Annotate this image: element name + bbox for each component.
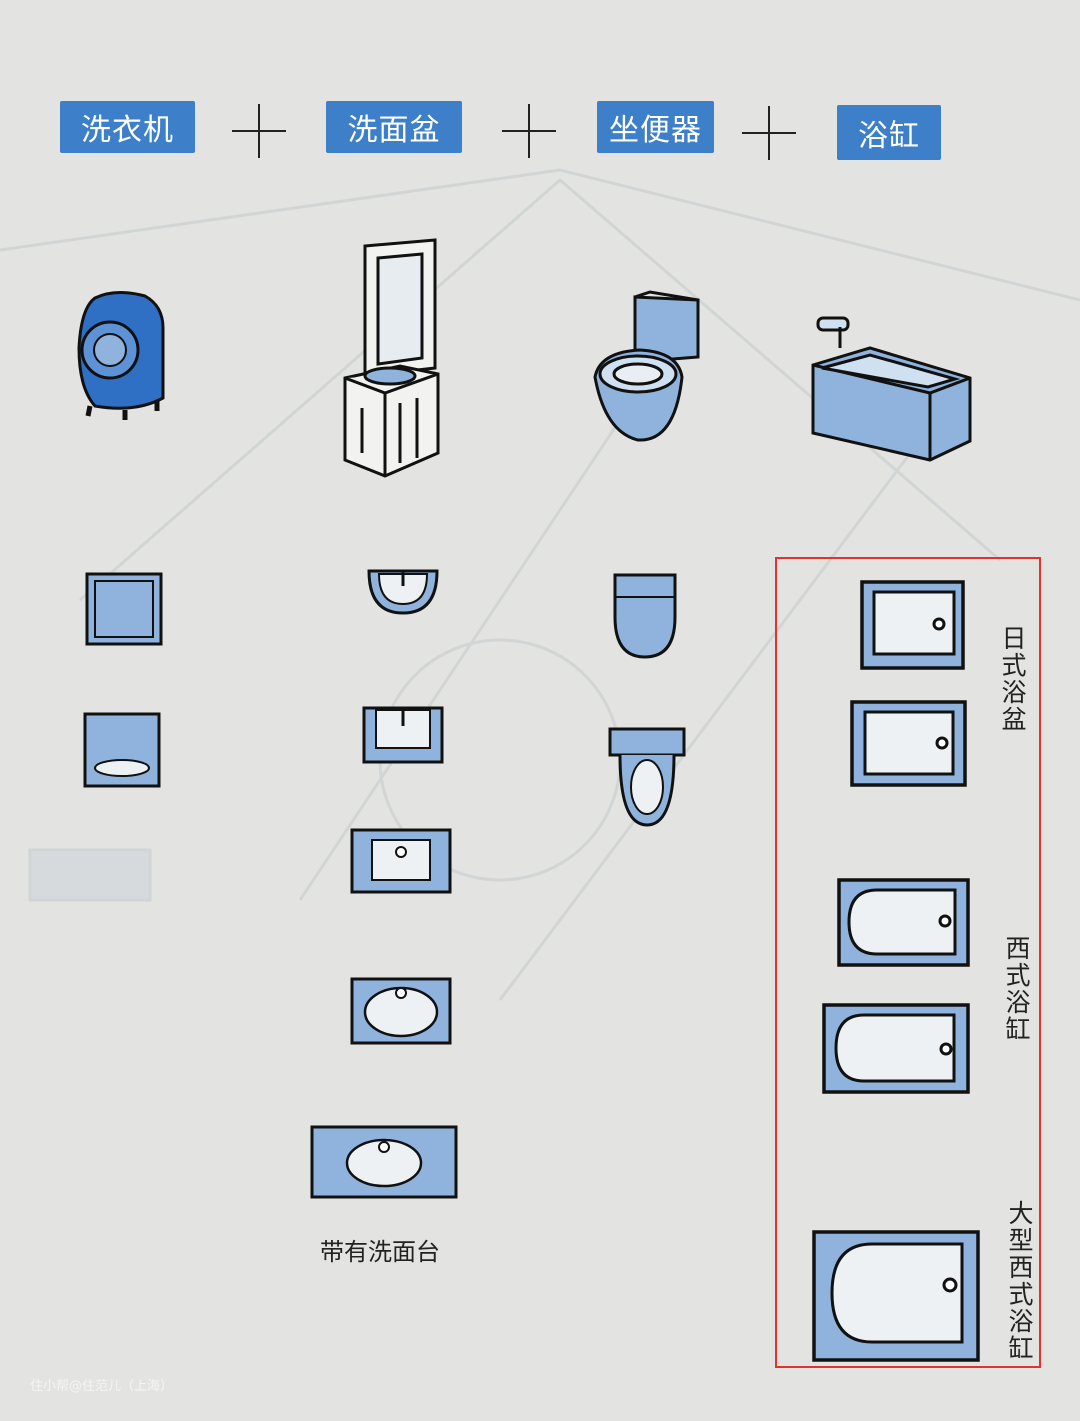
washing-machine-illustration <box>77 291 165 420</box>
sink-plan-rectangular <box>350 828 452 894</box>
toilet-plan-with-tank <box>608 727 686 827</box>
sink-plan-square <box>362 706 444 764</box>
large-western-tub-plan <box>812 1230 980 1362</box>
sink-plan-oval <box>350 977 452 1045</box>
japanese-tub-plan-1 <box>860 580 965 670</box>
caption-japanese-tub: 日式浴盆 <box>998 625 1027 733</box>
label-wash-basin: 洗面盆 <box>326 101 462 153</box>
vanity-illustration <box>343 238 440 478</box>
plus-sign <box>232 104 286 158</box>
sink-plan-corner <box>367 569 439 615</box>
western-tub-plan-2 <box>822 1003 970 1094</box>
caption-sink-with-counter: 带有洗面台 <box>320 1238 440 1266</box>
western-tub-plan-1 <box>837 878 970 967</box>
toilet-plan-tankless <box>613 573 677 659</box>
highlight-box-bathtubs <box>775 557 1041 1368</box>
caption-western-tub: 西式浴缸 <box>1002 935 1031 1043</box>
toilet-illustration <box>593 290 700 442</box>
bathtub-illustration <box>811 316 972 462</box>
plus-sign <box>742 106 796 160</box>
label-bathtub: 浴缸 <box>837 105 941 160</box>
plus-sign <box>502 104 556 158</box>
label-washing-machine: 洗衣机 <box>60 101 195 153</box>
caption-large-western-tub: 大型西式浴缸 <box>1005 1200 1034 1362</box>
washing-machine-plan-front-loader <box>85 572 163 646</box>
japanese-tub-plan-2 <box>850 700 967 787</box>
washing-machine-plan-top-loader <box>83 712 161 788</box>
label-toilet: 坐便器 <box>597 101 714 153</box>
watermark: 住小帮@住范儿（上海） <box>30 1379 174 1394</box>
sink-plan-with-counter <box>310 1125 458 1199</box>
